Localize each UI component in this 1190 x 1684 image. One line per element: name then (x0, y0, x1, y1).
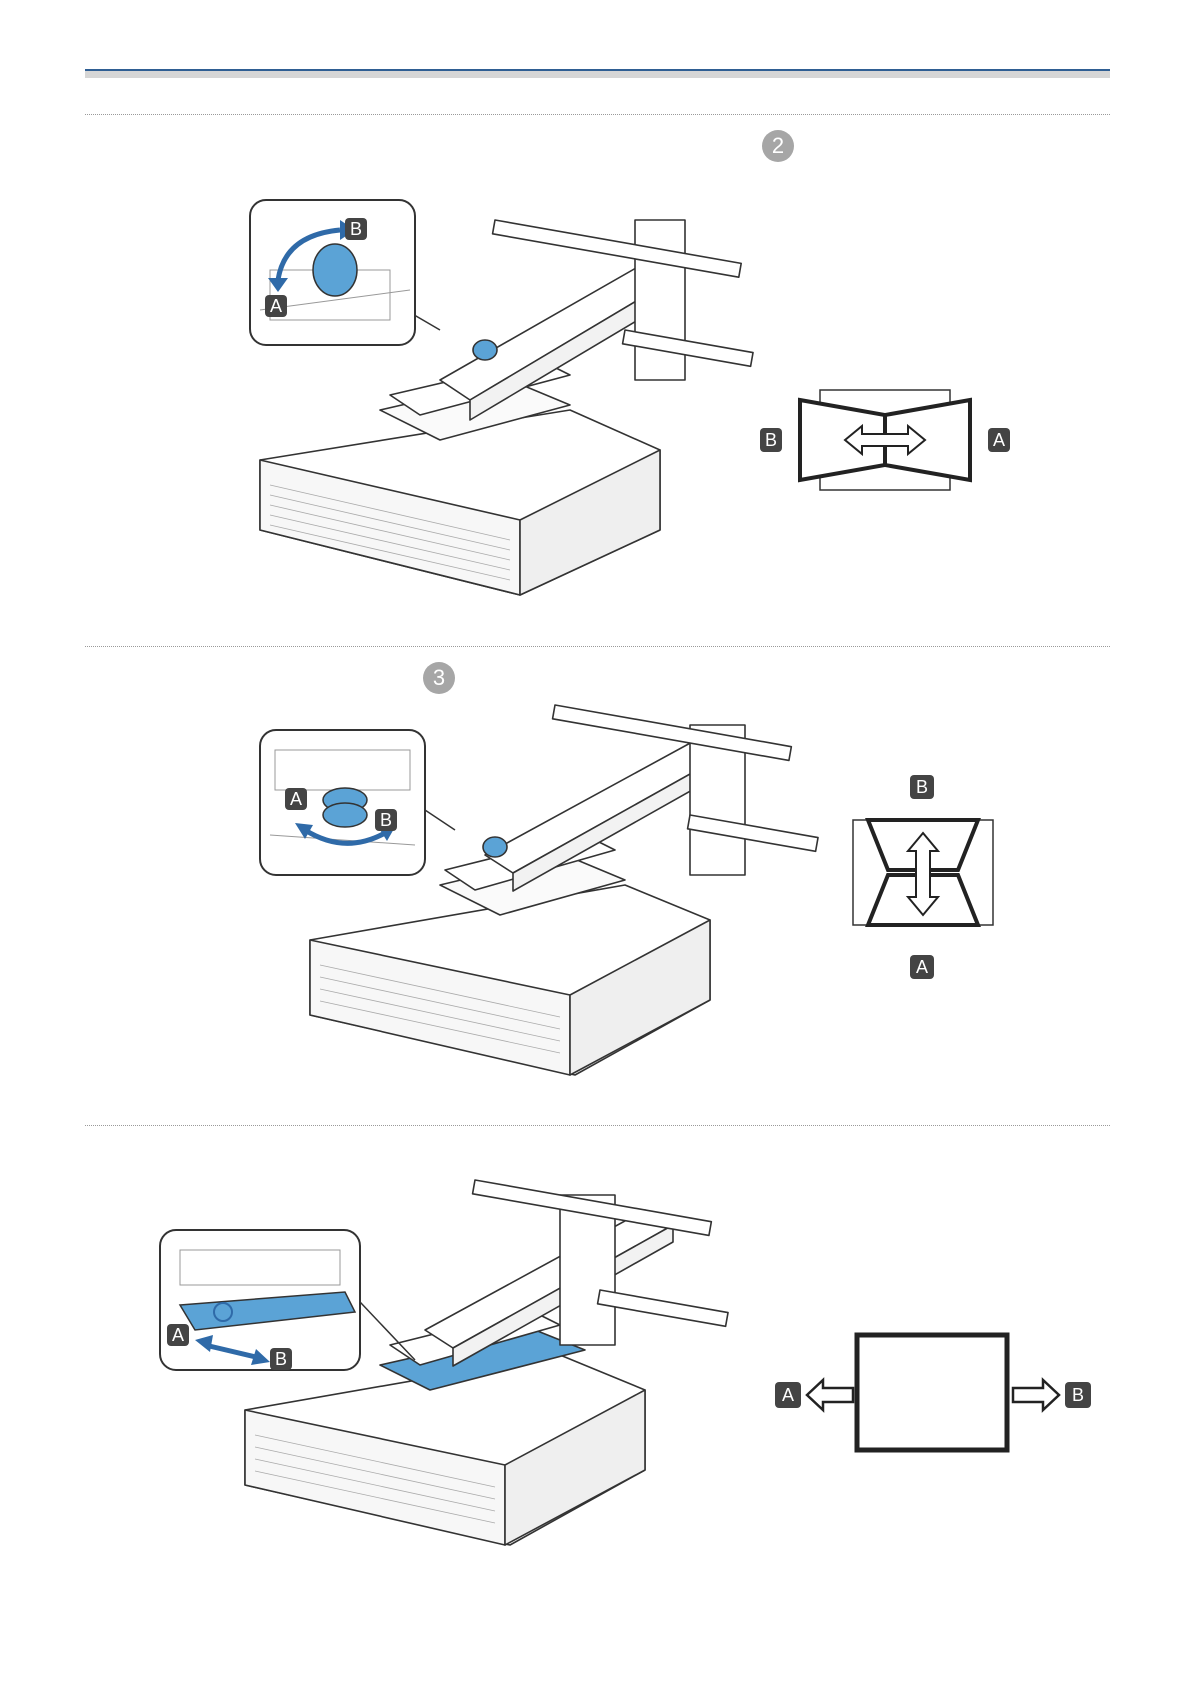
keystone-vertical-diagram: B A (848, 775, 998, 985)
adjust-knob (313, 244, 357, 296)
header-rule-band (85, 71, 1110, 78)
step-badge-2: 2 (762, 130, 794, 162)
section-divider-2 (85, 646, 1110, 647)
projector-mount-illustration-3: A B (155, 1180, 735, 1580)
svg-text:B: B (765, 430, 777, 450)
svg-text:B: B (1072, 1385, 1084, 1405)
label-a-zoom-2: A (285, 788, 307, 810)
svg-text:B: B (380, 810, 392, 830)
svg-text:B: B (350, 219, 362, 239)
svg-text:A: A (290, 789, 302, 809)
svg-text:A: A (782, 1385, 794, 1405)
label-b-zoom-3: B (270, 1348, 292, 1370)
svg-text:A: A (270, 296, 282, 316)
label-b-zoom-2: B (375, 809, 397, 831)
keystone-horizontal-diagram: B A (760, 390, 1020, 500)
svg-text:A: A (916, 957, 928, 977)
label-a-diagram-1: A (988, 428, 1010, 452)
horizontal-shift-diagram: A B (775, 1330, 1095, 1460)
svg-text:B: B (916, 777, 928, 797)
label-a-diagram-3: A (775, 1382, 801, 1408)
svg-text:B: B (275, 1349, 287, 1369)
projector-mount-illustration-1: B A (240, 200, 760, 620)
label-a-zoom-1: A (265, 295, 287, 317)
label-a-zoom-3: A (167, 1324, 189, 1346)
label-b-diagram-3: B (1065, 1382, 1091, 1408)
section-divider-1 (85, 114, 1110, 115)
header-rule (85, 69, 1110, 78)
label-a-diagram-2: A (910, 955, 934, 979)
svg-text:A: A (172, 1325, 184, 1345)
projector-mount-illustration-2: A B (255, 705, 815, 1105)
section-divider-3 (85, 1125, 1110, 1126)
svg-text:A: A (993, 430, 1005, 450)
label-b-zoom-1: B (345, 218, 367, 240)
step-badge-3: 3 (423, 662, 455, 694)
label-b-diagram-1: B (760, 428, 782, 452)
label-b-diagram-2: B (910, 775, 934, 799)
